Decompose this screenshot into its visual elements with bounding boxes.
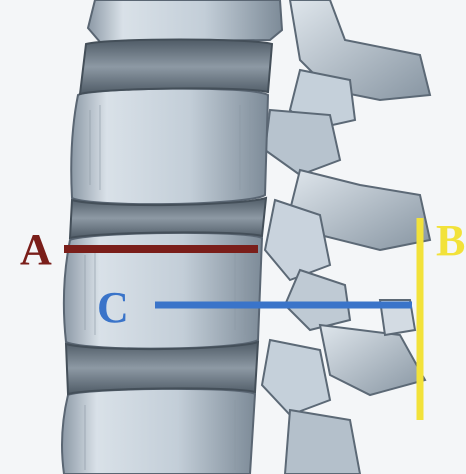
label-c: C [97, 286, 129, 330]
label-a: A [20, 228, 52, 272]
label-b: B [436, 219, 465, 263]
